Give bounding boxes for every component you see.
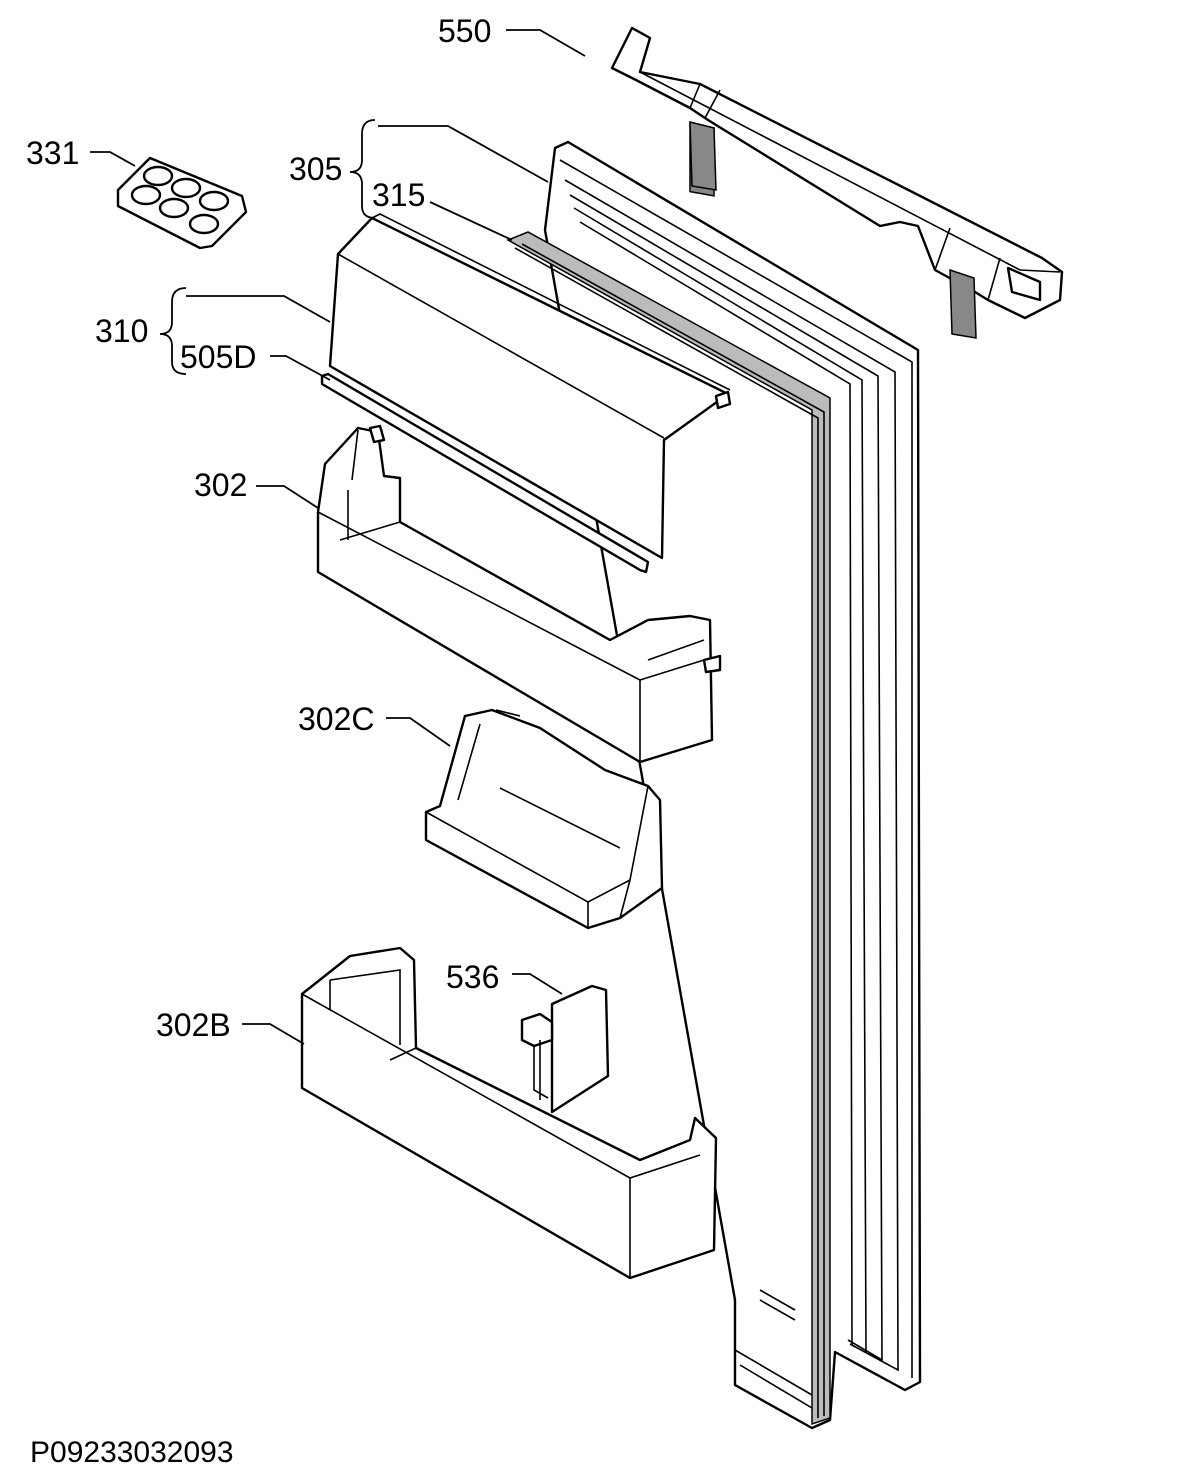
callout-302: 302 <box>194 467 247 503</box>
part-divider-536 <box>520 984 610 1114</box>
part-rail-505d <box>320 372 650 574</box>
callout-550: 550 <box>438 13 491 49</box>
part-bin-302 <box>316 424 722 764</box>
part-bin-302b <box>300 946 718 1280</box>
part-egg-tray-331 <box>116 156 248 250</box>
callout-302b: 302B <box>156 1007 231 1043</box>
drawing-code: P09233032093 <box>30 1436 234 1469</box>
callout-331: 331 <box>26 135 79 171</box>
brace-305 <box>349 119 376 219</box>
leader-lines <box>90 29 586 1045</box>
callout-315: 315 <box>372 177 425 213</box>
callout-302c: 302C <box>298 701 375 737</box>
brace-310 <box>159 287 187 375</box>
part-hinge-550 <box>610 26 1064 339</box>
part-bin-302c <box>424 708 664 930</box>
callout-310: 310 <box>95 313 148 349</box>
callout-505d: 505D <box>180 339 257 375</box>
callout-305: 305 <box>289 151 342 187</box>
callout-536: 536 <box>446 959 499 995</box>
